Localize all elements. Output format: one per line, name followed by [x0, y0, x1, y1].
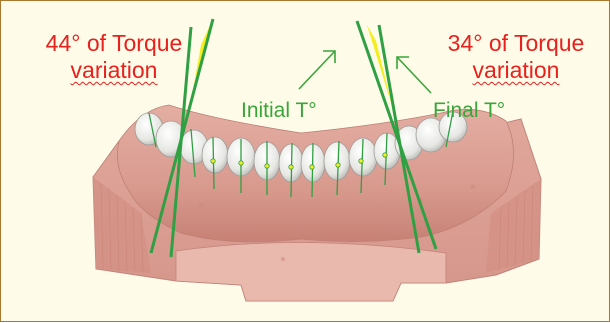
right-torque-subtitle-wrap: variation — [431, 57, 601, 83]
initial-torque-label: Initial T° — [241, 98, 317, 124]
right-torque-subtitle: variation — [473, 57, 560, 83]
left-torque-title: 44° of Torque — [29, 30, 199, 56]
final-torque-label: Final T° — [433, 98, 505, 124]
right-torque-title: 34° of Torque — [431, 30, 601, 56]
left-torque-subtitle: variation — [71, 57, 158, 83]
left-torque-subtitle-wrap: variation — [29, 57, 199, 83]
arrow-up-left-icon — [397, 57, 431, 93]
arrow-up-right-icon — [299, 51, 335, 89]
